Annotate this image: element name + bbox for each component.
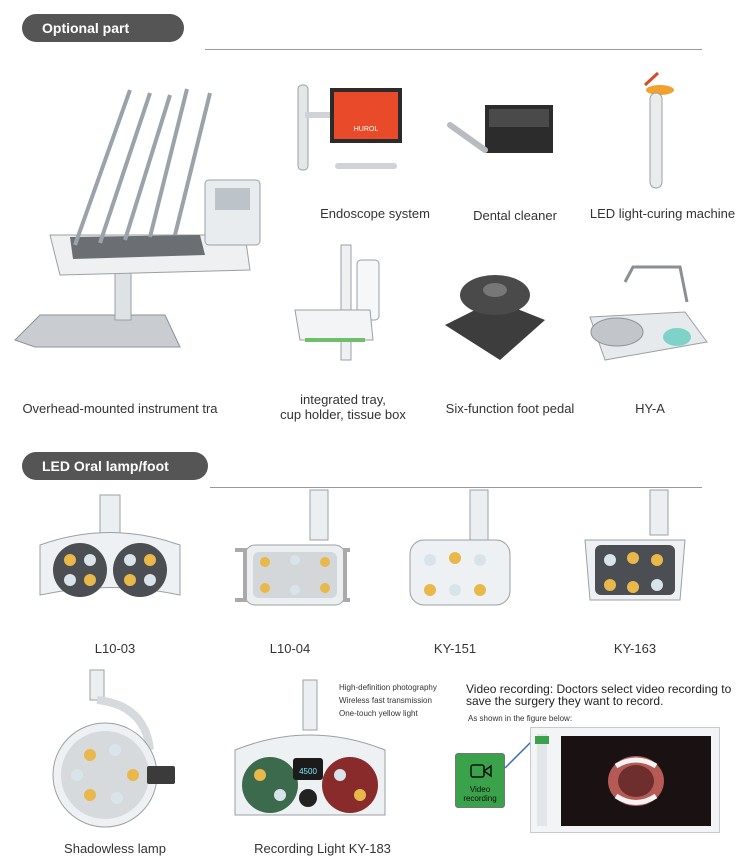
foot-pedal-image [445,275,545,360]
feature-hd-photography: High-definition photography [339,683,437,692]
endoscope-image: HUROL [297,84,402,171]
section-title-optional: Optional part [22,14,184,42]
dental-cleaner-image [447,105,553,153]
camera-icon [470,764,492,778]
video-recording-button[interactable]: Video recording [455,753,505,808]
sidebar-video-button[interactable] [535,736,549,744]
integrated-tray-image [294,244,380,361]
feature-wireless-transmission: Wireless fast transmission [339,696,432,705]
lamp-label-shadowless: Shadowless lamp [64,841,166,856]
lamp-label-ky-151: KY-151 [433,641,477,656]
recording-light-image: 4500 [234,679,386,816]
intraoral-video [561,736,711,826]
video-heading: Video recording: Doctors select video re… [466,682,732,708]
monitor-sidebar [537,734,547,826]
lamp-label-l10-03: L10-03 [94,641,136,656]
curing-light-image [643,71,674,189]
hy-a-image [589,265,708,361]
instrument-tray-image [14,88,261,348]
video-subheading: As shown in the figure below: [468,714,573,723]
connector-line [504,741,532,769]
item-label-endoscope: Endoscope system [320,206,430,221]
monitor-brand: HUROL [354,126,379,133]
item-label-curing-light: LED light-curing machine [589,206,736,221]
item-label-integrated-tray: integrated tray, cup holder, tissue box [280,392,406,422]
lamp-l10-04-image [235,489,350,606]
item-label-hy-a: HY-A [635,401,665,416]
section-divider [210,487,702,488]
recording-features: High-definition photography Wireless fas… [339,681,464,720]
item-label-foot-pedal: Six-function foot pedal [445,401,575,416]
shadowless-lamp-image [52,669,175,828]
section-divider [205,49,702,50]
feature-yellow-light: One-touch yellow light [339,709,418,718]
monitor-screenshot [530,727,720,833]
lamp-l10-03-image [39,494,181,597]
lamp-label-ky-163: KY-163 [613,641,657,656]
mouth-icon [608,756,664,806]
lamp-label-l10-04: L10-04 [269,641,311,656]
lamp-display-readout: 4500 [299,767,317,776]
item-label-instrument-tray: Overhead-mounted instrument tra [22,401,218,416]
lamp-ky-163-image [584,489,686,601]
lamp-label-ky-183: Recording Light KY-183 [254,841,391,856]
lamp-ky-151-image [409,489,511,606]
item-label-dental-cleaner: Dental cleaner [473,208,557,223]
video-button-label: Video recording [463,785,497,803]
section-title-lamp: LED Oral lamp/foot [22,452,208,480]
